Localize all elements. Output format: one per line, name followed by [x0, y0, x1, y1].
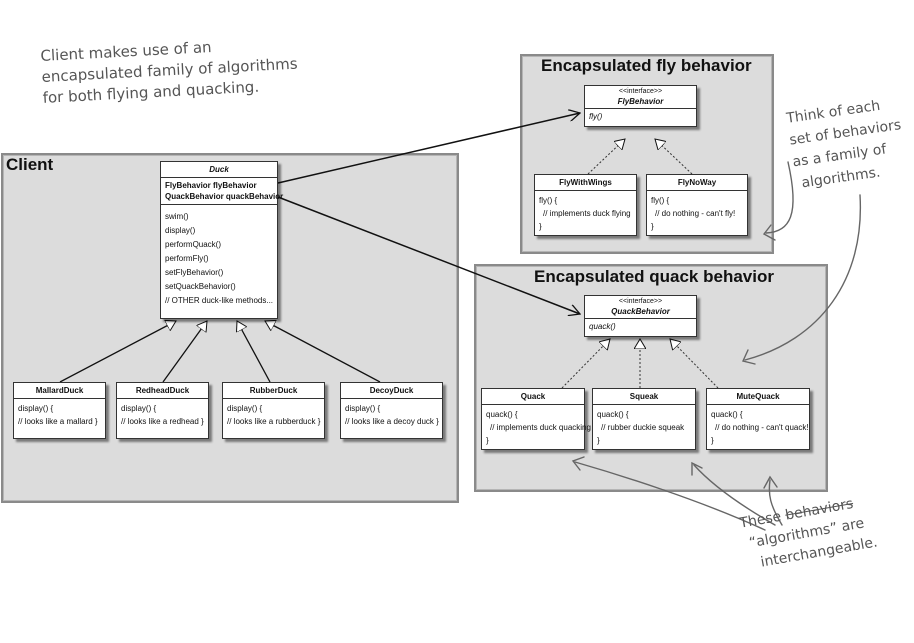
class-name: Duck	[209, 165, 229, 174]
interface-name: QuackBehavior	[611, 307, 670, 316]
class-name: FlyNoWay	[677, 178, 717, 187]
stereotype-label: <<interface>>	[618, 88, 663, 95]
composition-arrows	[277, 113, 580, 314]
code-line: quack() {	[486, 410, 518, 419]
behaviors-family-annotation: Think of each set of behaviors as a fami…	[785, 92, 909, 195]
code-line: display() {	[227, 404, 263, 413]
code-line: display() {	[121, 404, 157, 413]
fly-with-wings-class: FlyWithWings fly() { // implements duck …	[534, 174, 637, 236]
class-name: RedheadDuck	[135, 386, 190, 395]
method-quack: quack()	[589, 322, 616, 331]
code-line: }	[711, 436, 714, 445]
code-line: // looks like a redhead }	[121, 417, 204, 426]
class-name: MuteQuack	[736, 392, 780, 401]
code-line: quack() {	[711, 410, 743, 419]
mallard-duck-class: MallardDuck display() { // looks like a …	[13, 382, 106, 439]
method-perform-fly: performFly()	[165, 254, 209, 263]
code-line: // looks like a mallard }	[18, 417, 98, 426]
quack-class: Quack quack() { // implements duck quack…	[481, 388, 591, 450]
method-set-fly-behavior: setFlyBehavior()	[165, 268, 224, 277]
squeak-class: Squeak quack() { // rubber duckie squeak…	[592, 388, 696, 450]
fly-no-way-class: FlyNoWay fly() { // do nothing - can't f…	[646, 174, 748, 236]
code-line: }	[486, 436, 489, 445]
code-line: // rubber duckie squeak	[601, 423, 685, 432]
duck-inheritance-lines	[59, 321, 381, 383]
method-perform-quack: performQuack()	[165, 240, 222, 249]
code-line: }	[597, 436, 600, 445]
fly-implementation-lines	[587, 139, 693, 175]
method-other: // OTHER duck-like methods...	[165, 296, 274, 305]
class-name: FlyWithWings	[559, 178, 612, 187]
attribute-fly-behavior: FlyBehavior flyBehavior	[165, 181, 257, 190]
code-line: fly() {	[651, 196, 670, 205]
code-line: quack() {	[597, 410, 629, 419]
attribute-quack-behavior: QuackBehavior quackBehavior	[165, 192, 284, 201]
class-name: Squeak	[629, 392, 659, 401]
duck-attributes: FlyBehavior flyBehavior QuackBehavior qu…	[161, 178, 284, 205]
code-line: // looks like a rubberduck }	[227, 417, 321, 426]
stereotype-label: <<interface>>	[618, 298, 663, 305]
code-line: // do nothing - can't quack!	[715, 423, 809, 432]
decoy-duck-class: DecoyDuck display() { // looks like a de…	[340, 382, 443, 439]
code-line: // implements duck flying	[543, 209, 631, 218]
mute-quack-class: MuteQuack quack() { // do nothing - can'…	[706, 388, 810, 450]
quack-panel-title: Encapsulated quack behavior	[534, 267, 774, 286]
class-name: MallardDuck	[35, 386, 84, 395]
class-name: RubberDuck	[249, 386, 298, 395]
method-fly: fly()	[589, 112, 603, 121]
code-line: // looks like a decoy duck }	[345, 417, 439, 426]
method-swim: swim()	[165, 212, 189, 221]
code-line: display() {	[18, 404, 54, 413]
annotation-arrows	[571, 161, 862, 531]
fly-panel-title: Encapsulated fly behavior	[541, 56, 752, 75]
method-display: display()	[165, 226, 196, 235]
code-line: fly() {	[539, 196, 558, 205]
class-name: DecoyDuck	[369, 386, 414, 395]
code-line: }	[539, 222, 542, 231]
class-name: Quack	[520, 392, 546, 401]
interface-name: FlyBehavior	[617, 97, 664, 106]
duck-class: Duck FlyBehavior flyBehavior QuackBehavi…	[160, 161, 284, 319]
client-panel-title: Client	[6, 155, 54, 174]
rubber-duck-class: RubberDuck display() { // looks like a r…	[222, 382, 325, 439]
redhead-duck-class: RedheadDuck display() { // looks like a …	[116, 382, 209, 439]
code-line: // implements duck quacking	[490, 423, 591, 432]
fly-behavior-interface: <<interface>> FlyBehavior fly()	[584, 85, 697, 127]
duck-methods: swim() display() performQuack() performF…	[161, 205, 277, 310]
code-line: // do nothing - can't fly!	[655, 209, 736, 218]
quack-implementation-lines	[561, 339, 719, 389]
quack-behavior-interface: <<interface>> QuackBehavior quack()	[584, 295, 697, 337]
code-line: }	[651, 222, 654, 231]
code-line: display() {	[345, 404, 381, 413]
method-set-quack-behavior: setQuackBehavior()	[165, 282, 236, 291]
